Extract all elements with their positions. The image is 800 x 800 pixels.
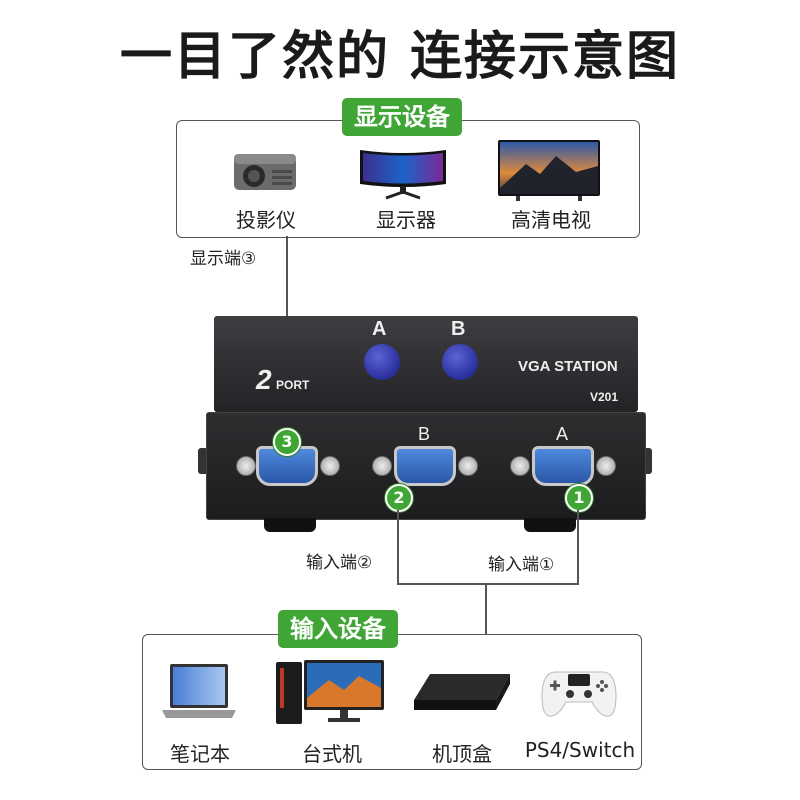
screw (458, 456, 478, 476)
laptop-icon (160, 662, 238, 722)
desktop-icon (274, 658, 386, 726)
input-port-1-number-badge: 1 (565, 484, 593, 512)
right-side-knob (642, 448, 652, 474)
tv-label: 高清电视 (511, 208, 591, 232)
switch-button-a-label: A (372, 318, 387, 340)
switch-button-b-label: B (451, 318, 466, 340)
input-devices-tag: 输入设备 (278, 610, 398, 648)
monitor-icon (358, 146, 448, 200)
switch-button-a[interactable] (364, 344, 400, 380)
display-devices-tag: 显示设备 (342, 98, 462, 136)
input-join-line (397, 583, 579, 585)
vga-switch-top (214, 316, 638, 412)
monitor-label: 显示器 (376, 208, 436, 232)
vga-port-b (394, 446, 456, 486)
vga-port-a (532, 446, 594, 486)
page-title: 一目了然的 连接示意图 (119, 27, 681, 87)
desktop-label: 台式机 (302, 742, 362, 766)
input-port-2-label: 输入端② (306, 553, 373, 573)
projector-label: 投影仪 (236, 208, 296, 232)
input-trunk-line (485, 584, 487, 634)
settop-box-icon (410, 670, 514, 716)
input-1-line (577, 510, 579, 584)
gamepad-label: PS4/Switch (524, 738, 636, 762)
model-code: V201 (590, 390, 619, 404)
output-port-number-badge: 3 (273, 428, 301, 456)
switch-foot (264, 518, 316, 532)
gamepad-icon (540, 666, 618, 720)
settop-box-label: 机顶盒 (432, 742, 492, 766)
port-b-label: B (418, 424, 431, 444)
left-side-knob (198, 448, 208, 474)
input-port-1-label: 输入端① (488, 555, 555, 575)
screw (510, 456, 530, 476)
model-name: VGA STATION (518, 358, 618, 375)
switch-button-b[interactable] (442, 344, 478, 380)
display-port-label: 显示端③ (190, 249, 257, 269)
screw (320, 456, 340, 476)
screw (236, 456, 256, 476)
switch-foot (524, 518, 576, 532)
input-port-2-number-badge: 2 (385, 484, 413, 512)
projector-icon (232, 148, 298, 194)
input-2-line (397, 510, 399, 584)
brand-number: 2 (256, 364, 272, 395)
brand-port-text: PORT (276, 378, 310, 392)
laptop-label: 笔记本 (170, 742, 230, 766)
screw (596, 456, 616, 476)
tv-icon (496, 138, 602, 202)
port-a-label: A (556, 424, 569, 444)
screw (372, 456, 392, 476)
